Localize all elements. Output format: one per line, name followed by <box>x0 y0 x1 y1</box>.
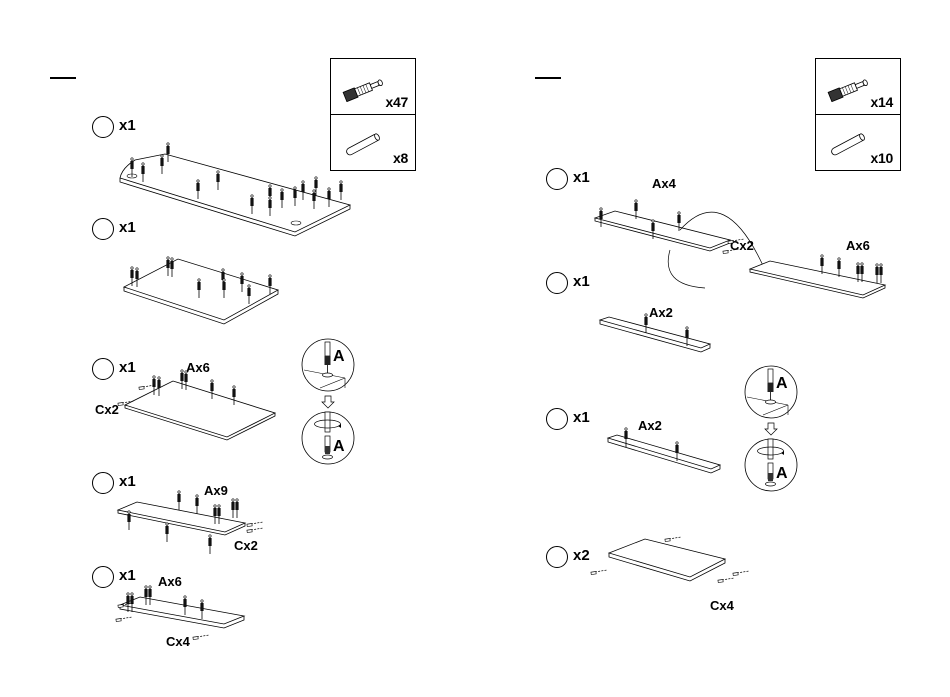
hardware-item-cam-bolt: x14 <box>816 59 900 114</box>
hardware-qty: x10 <box>870 150 894 166</box>
detail-label: A <box>333 438 345 455</box>
panel-qty: x1 <box>573 169 590 186</box>
cam-lock-detail: A A <box>301 338 355 465</box>
hardware-qty: x8 <box>393 150 408 166</box>
step-number-bar <box>50 77 76 79</box>
hardware-callout: Cx4 <box>166 634 190 649</box>
hardware-qty: x47 <box>385 94 409 110</box>
panel-id-circle <box>546 408 568 430</box>
panel-qty: x1 <box>573 273 590 290</box>
detail-label: A <box>776 465 788 482</box>
hardware-callout: Cx2 <box>95 402 119 417</box>
hardware-callout: Ax6 <box>186 360 210 375</box>
hardware-box: x14 x10 <box>815 58 901 171</box>
instruction-page-right: x14 x10 x1 Ax4 Cx2 Ax6 x1 Ax2 <box>475 0 950 697</box>
panel-id-circle <box>92 472 114 494</box>
panel-qty: x1 <box>573 409 590 426</box>
instruction-page-left: x47 x8 x1 x1 <box>50 58 416 649</box>
panel-qty: x1 <box>119 473 136 490</box>
wooden-dowel-icon <box>831 133 865 156</box>
hardware-callout: Cx2 <box>234 538 258 553</box>
panel-qty: x1 <box>119 117 136 134</box>
panel-drawing-rail-short <box>598 313 712 353</box>
panel-qty: x1 <box>119 567 136 584</box>
hardware-callout: Ax6 <box>158 574 182 589</box>
hardware-callout: Ax2 <box>638 418 662 433</box>
panel-id-circle <box>546 546 568 568</box>
hardware-callout: Ax6 <box>846 238 870 253</box>
hardware-item-wooden-dowel: x8 <box>331 114 415 170</box>
panel-id-circle <box>92 116 114 138</box>
hardware-callout: Ax9 <box>204 483 228 498</box>
hardware-box: x47 x8 <box>330 58 416 171</box>
panel-id-circle <box>546 272 568 294</box>
panel-id-circle <box>92 566 114 588</box>
wooden-dowel-icon <box>346 133 380 156</box>
hardware-qty: x14 <box>870 94 894 110</box>
panel-drawing-flip <box>593 199 887 299</box>
detail-label: A <box>333 348 345 365</box>
panel-drawing-bottom <box>122 256 280 325</box>
hardware-callout: Cx4 <box>710 598 734 613</box>
cam-lock-detail: A A <box>744 365 798 492</box>
detail-label: A <box>776 375 788 392</box>
arrow-down-icon <box>764 422 778 436</box>
step-number-bar <box>535 77 561 79</box>
panel-id-circle <box>546 168 568 190</box>
arrow-down-icon <box>321 395 335 409</box>
panel-id-circle <box>92 358 114 380</box>
panel-qty: x1 <box>119 219 136 236</box>
cam-bolt-icon <box>342 79 383 102</box>
hardware-callout: Ax4 <box>652 176 676 191</box>
panel-drawing-rail <box>115 585 246 640</box>
panel-drawing-side <box>117 369 277 441</box>
hardware-callout: Cx2 <box>730 238 754 253</box>
panel-qty: x2 <box>573 547 590 564</box>
panel-id-circle <box>92 218 114 240</box>
hardware-callout: Ax2 <box>649 305 673 320</box>
hardware-item-cam-bolt: x47 <box>331 59 415 114</box>
panel-qty: x1 <box>119 359 136 376</box>
panel-drawing-shelf <box>116 490 264 555</box>
hardware-item-wooden-dowel: x10 <box>816 114 900 170</box>
panel-drawing-small-shelf <box>590 536 750 583</box>
panel-drawing-rail-short <box>606 427 722 474</box>
panel-drawing-top <box>119 142 352 237</box>
cam-bolt-icon <box>827 79 868 102</box>
